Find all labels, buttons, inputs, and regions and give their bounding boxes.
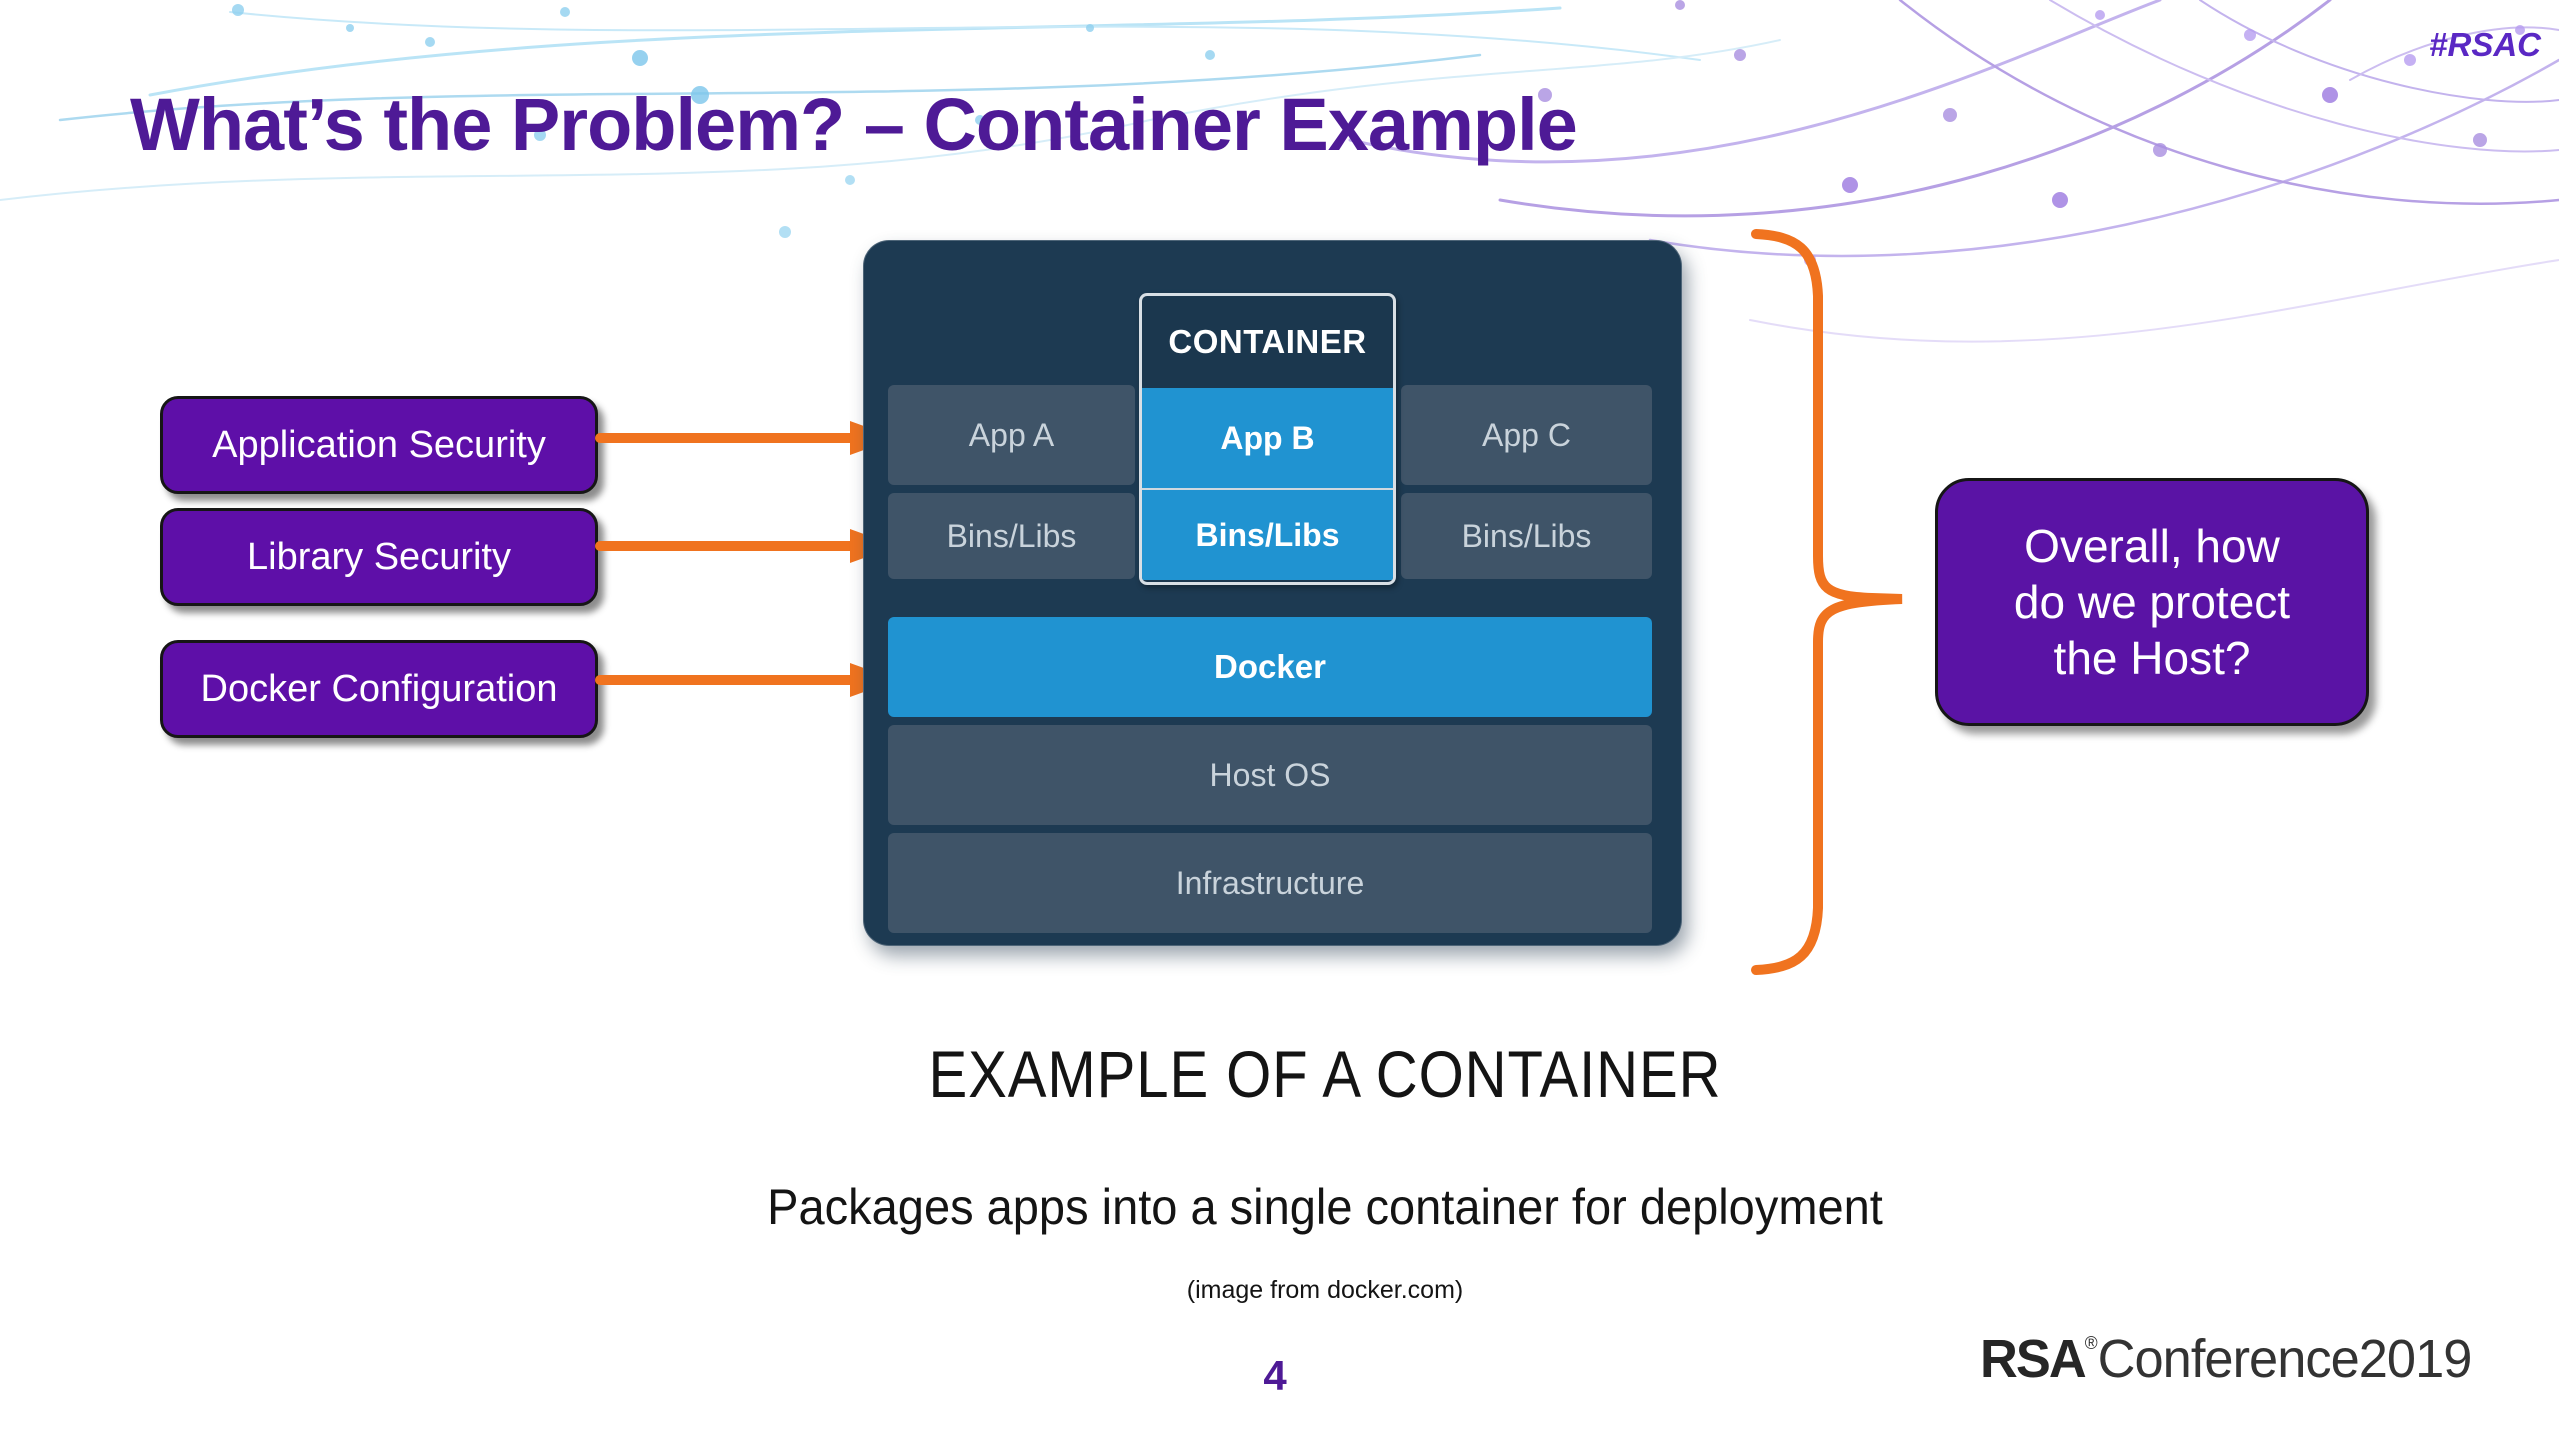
container-divider — [1142, 488, 1393, 490]
container-stack-diagram: App A App C Bins/Libs Bins/Libs CONTAINE… — [863, 240, 1682, 946]
label-application-security: Application Security — [160, 396, 598, 494]
caption-heading: EXAMPLE OF A CONTAINER — [928, 1037, 1722, 1111]
cell-bins-libs-a: Bins/Libs — [888, 493, 1135, 579]
callout-line-2: do we protect — [2013, 575, 2291, 628]
cell-bins-libs-c: Bins/Libs — [1401, 493, 1652, 579]
label-docker-configuration-text: Docker Configuration — [200, 667, 558, 710]
label-library-security-text: Library Security — [247, 535, 511, 578]
label-docker-configuration: Docker Configuration — [160, 640, 598, 738]
bracket-right-brace — [1751, 229, 1903, 975]
page-title: What’s the Problem? – Container Example — [130, 83, 1578, 166]
rsac-hashtag: #RSAC — [2429, 26, 2541, 63]
host-protection-callout: Overall, how do we protect the Host? — [1935, 478, 2369, 726]
label-library-security: Library Security — [160, 508, 598, 606]
callout-line-3: the Host? — [2053, 632, 2251, 685]
rsa-logo-registered-mark: ® — [2084, 1333, 2098, 1353]
cell-app-b: App B — [1142, 388, 1393, 488]
container-label: CONTAINER — [1168, 323, 1367, 360]
label-application-security-text: Application Security — [212, 423, 546, 466]
cell-app-c: App C — [1401, 385, 1652, 485]
layer-infrastructure: Infrastructure — [888, 833, 1652, 933]
layer-docker: Docker — [888, 617, 1652, 717]
cell-app-a: App A — [888, 385, 1135, 485]
container-outline: CONTAINER App B Bins/Libs — [1139, 293, 1396, 585]
layer-host-os: Host OS — [888, 725, 1652, 825]
cell-bins-libs-b: Bins/Libs — [1142, 490, 1393, 580]
rsa-logo-conference: Conference2019 — [2097, 1329, 2473, 1389]
caption-subheading: Packages apps into a single container fo… — [767, 1179, 1883, 1235]
callout-line-1: Overall, how — [2024, 519, 2280, 572]
rsa-conference-logo: RSA®Conference2019 — [1980, 1328, 2473, 1390]
caption-credit: (image from docker.com) — [1186, 1276, 1464, 1304]
page-number: 4 — [1263, 1352, 1287, 1399]
rsa-logo-brand: RSA — [1980, 1329, 2087, 1389]
